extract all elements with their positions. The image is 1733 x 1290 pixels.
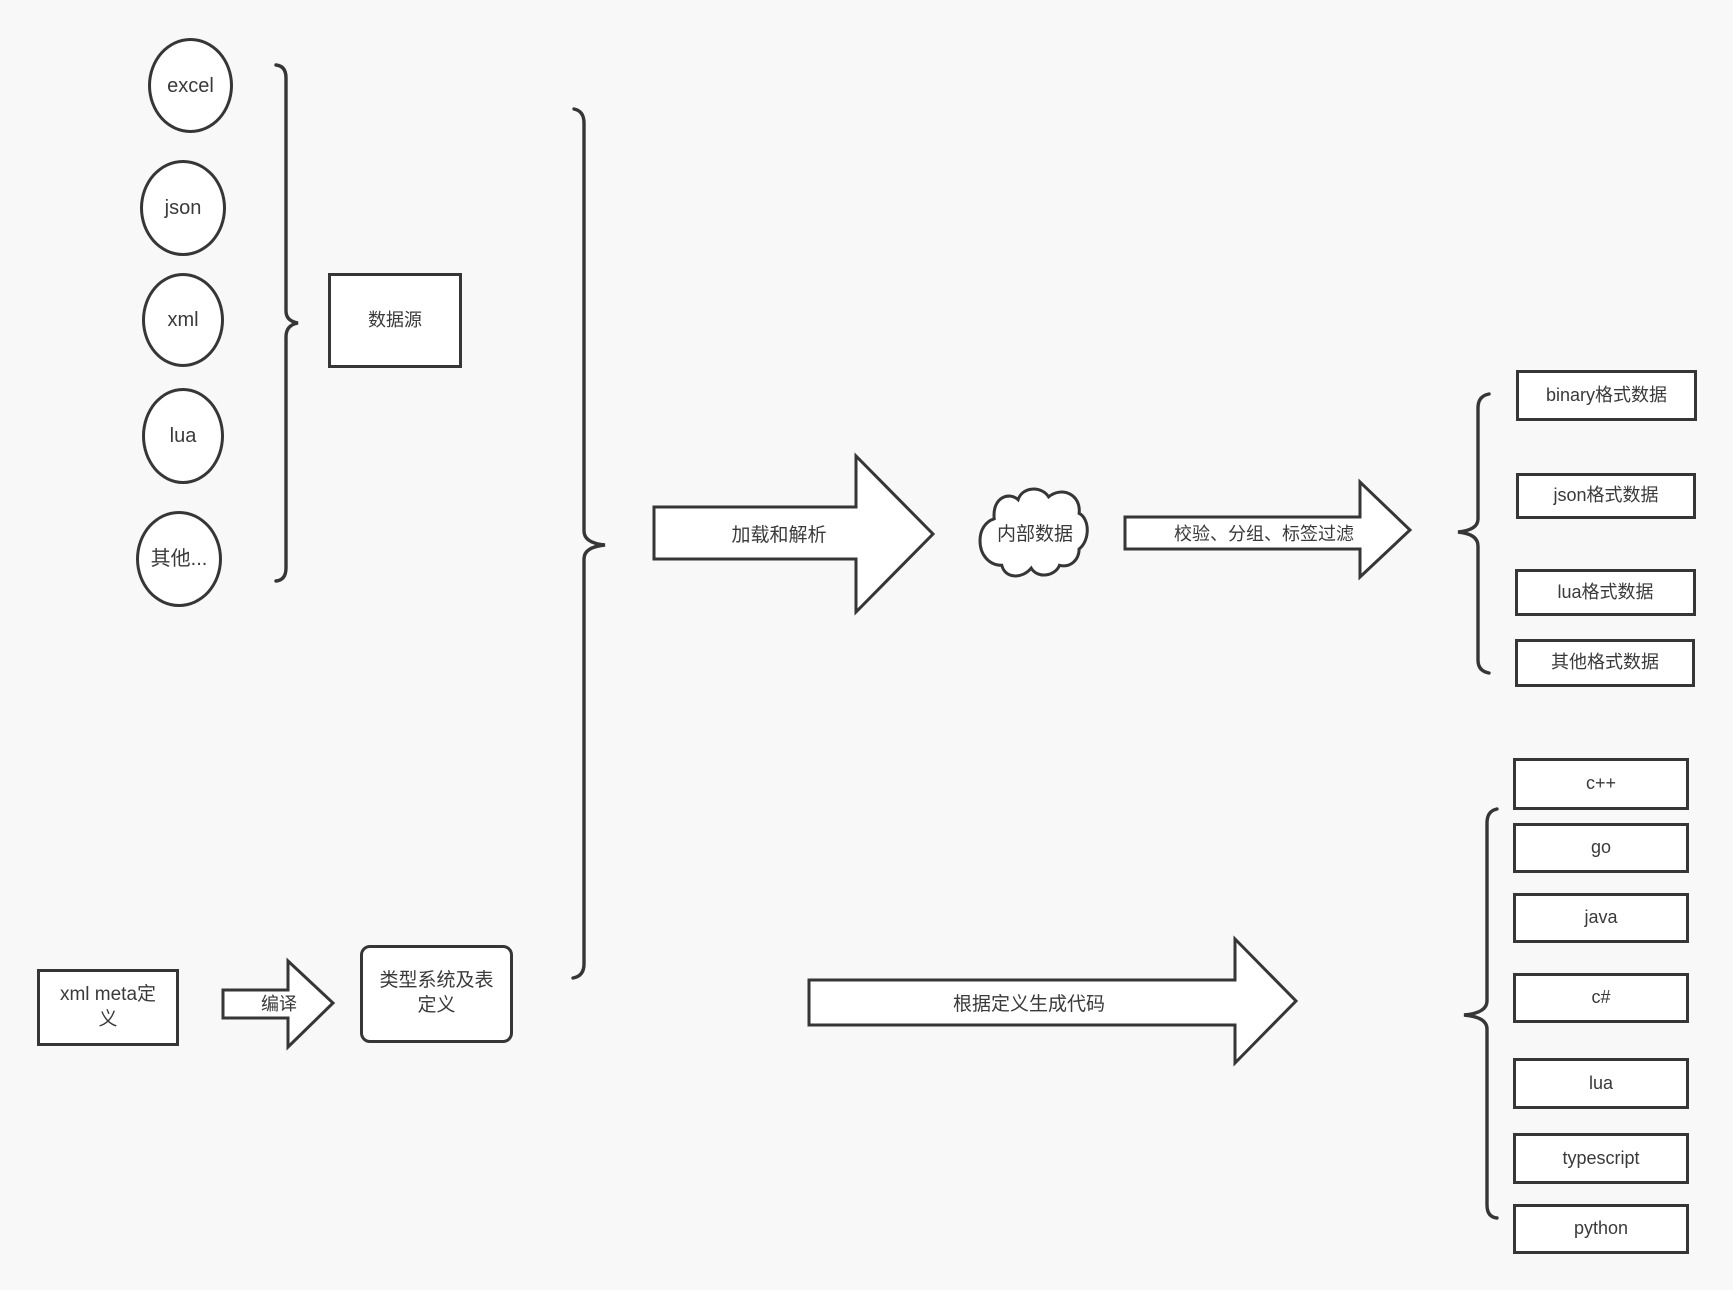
output-label: json格式数据 [1553, 485, 1659, 506]
output-box-binary: binary格式数据 [1516, 370, 1697, 421]
output-box-lua: lua格式数据 [1515, 569, 1696, 616]
output-label: 其他格式数据 [1551, 652, 1659, 673]
data-source-label: 数据源 [368, 309, 422, 330]
source-ellipse-other: 其他... [136, 511, 222, 607]
generate-code-arrow [807, 935, 1299, 1067]
source-label: excel [167, 74, 214, 97]
language-label: go [1590, 837, 1612, 858]
type-system-box: 类型系统及表定义 [360, 945, 513, 1043]
language-box-python: python [1513, 1204, 1689, 1254]
language-label: lua [1588, 1072, 1614, 1093]
source-ellipse-xml: xml [142, 273, 224, 367]
language-box-go: go [1513, 823, 1689, 873]
data-source-box: 数据源 [328, 273, 462, 368]
output-box-other: 其他格式数据 [1515, 639, 1695, 687]
source-ellipse-lua: lua [142, 388, 224, 484]
output-label: lua格式数据 [1557, 581, 1654, 602]
source-ellipse-json: json [140, 160, 226, 256]
source-label: 其他... [150, 548, 208, 570]
source-ellipse-excel: excel [148, 38, 233, 133]
meta-definition-label: xml meta定义 [59, 983, 157, 1030]
meta-definition-box: xml meta定义 [37, 969, 179, 1046]
source-label: xml [167, 309, 199, 331]
language-box-cpp: c++ [1513, 758, 1689, 810]
language-box-typescript: typescript [1513, 1133, 1689, 1184]
language-label: typescript [1562, 1147, 1640, 1168]
source-label: lua [169, 425, 197, 447]
language-label: python [1573, 1218, 1629, 1239]
compile-arrow [221, 957, 336, 1051]
brace-languages [1463, 807, 1499, 1220]
language-box-lua: lua [1513, 1058, 1689, 1109]
language-label: java [1584, 907, 1618, 928]
language-box-java: java [1513, 893, 1689, 943]
internal-data-cloud [978, 487, 1089, 578]
output-box-json: json格式数据 [1516, 473, 1696, 519]
source-label: json [164, 197, 202, 219]
brace-sources [274, 63, 299, 583]
brace-output-formats [1457, 392, 1491, 675]
output-label: binary格式数据 [1545, 384, 1668, 405]
brace-inputs-group [571, 107, 606, 980]
load-parse-arrow [652, 452, 936, 616]
language-label: c# [1591, 987, 1611, 1008]
language-label: c++ [1585, 773, 1617, 794]
type-system-label: 类型系统及表定义 [379, 970, 494, 1016]
language-box-csharp: c# [1513, 973, 1689, 1023]
filter-arrow [1123, 478, 1413, 581]
